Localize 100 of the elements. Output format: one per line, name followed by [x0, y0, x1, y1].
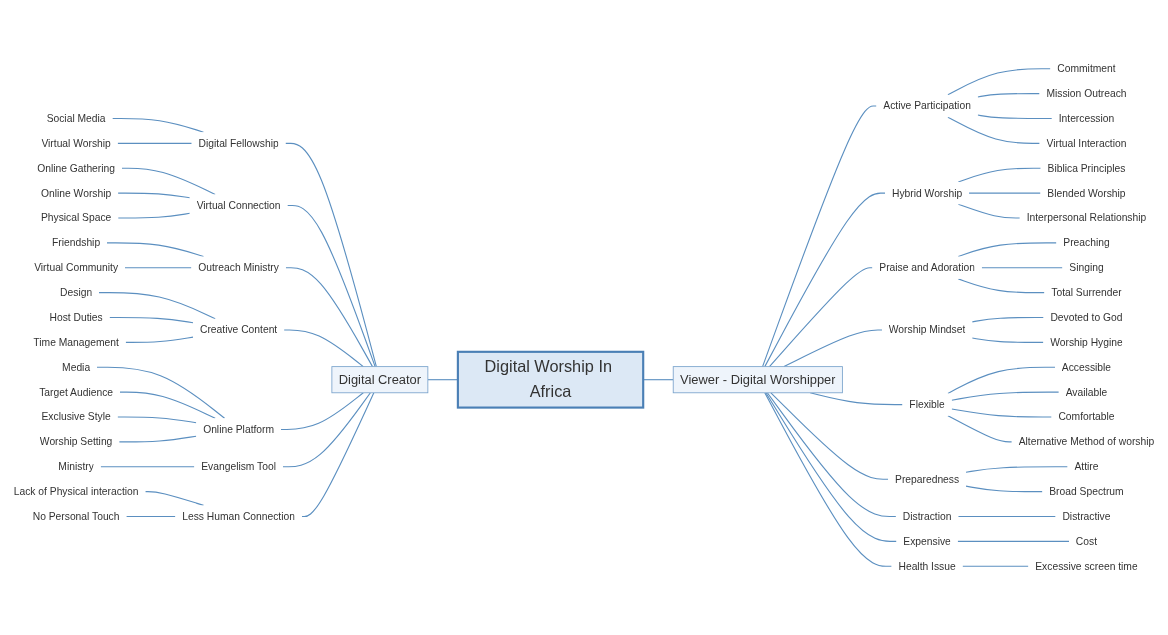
node-text: Worship Hygine	[1050, 336, 1123, 349]
connector	[118, 435, 197, 443]
node-text: Physical Space	[40, 211, 112, 224]
node-text: Distractive	[1062, 510, 1111, 523]
node-text: Ministry	[58, 460, 94, 473]
node-text: Hybrid Worship	[891, 187, 963, 200]
connector	[957, 540, 1070, 542]
connector	[957, 242, 1057, 258]
connector	[977, 93, 1041, 98]
node-text: Commitment	[1057, 62, 1116, 75]
connector	[764, 392, 893, 567]
node-text: Preparedness	[895, 473, 960, 486]
connector	[965, 466, 1069, 473]
node-text: Creative Content	[199, 323, 278, 336]
node-text: Alternative Method of worship	[1018, 435, 1155, 448]
connector	[957, 516, 1057, 518]
connector	[965, 485, 1043, 493]
node-text: Host Duties	[49, 311, 103, 324]
node-text: No Personal Touch	[32, 510, 120, 523]
node-text: Social Media	[46, 112, 106, 125]
node-text: Online Worship	[41, 187, 112, 200]
node-text: Mission Outreach	[1046, 87, 1127, 100]
connector	[283, 329, 364, 368]
node-text: Distraction	[902, 510, 952, 523]
connector	[957, 278, 1045, 294]
node-text: Online Gathering	[37, 162, 116, 175]
node-text: Virtual Worship	[41, 137, 111, 150]
node-text: Exclusive Style	[41, 411, 111, 424]
node-text: Evangelism Tool	[201, 460, 276, 473]
node-text: Virtual Connection	[196, 199, 281, 212]
connector	[977, 114, 1053, 119]
node-text: Intercession	[1058, 112, 1115, 125]
connector	[117, 192, 191, 199]
connector	[951, 391, 1060, 401]
connector	[96, 366, 226, 419]
connector	[280, 392, 364, 430]
connector	[125, 336, 194, 343]
connector	[947, 68, 1051, 96]
connector	[957, 203, 1021, 219]
connector	[111, 117, 205, 133]
connector	[144, 491, 205, 506]
connector	[100, 466, 195, 468]
connector	[971, 316, 1045, 323]
node-text: Biblica Principles	[1047, 162, 1126, 175]
connector	[284, 142, 377, 368]
node-text: Accessible	[1061, 361, 1112, 374]
node-text: Preaching	[1063, 236, 1110, 249]
node-text: Virtual Community	[34, 261, 119, 274]
node-text: Media	[62, 361, 91, 374]
connector	[98, 292, 216, 320]
connector	[947, 116, 1041, 144]
node-text: Excessive screen time	[1035, 560, 1138, 573]
node-text: Active Participation	[883, 100, 971, 113]
connector	[962, 565, 1029, 567]
connector	[770, 392, 889, 480]
connector	[762, 105, 877, 368]
node-text: Devoted to God	[1050, 311, 1123, 324]
node-text: Blended Worship	[1047, 187, 1126, 200]
connector	[768, 267, 873, 368]
connector	[981, 267, 1063, 269]
node-box: Viewer - Digital Worshipper	[672, 366, 843, 394]
connector	[764, 192, 886, 368]
node-text: Available	[1065, 386, 1108, 399]
connector	[117, 416, 197, 424]
node-text: Attire	[1074, 460, 1099, 473]
connector	[971, 337, 1044, 343]
node-text: Broad Spectrum	[1049, 485, 1124, 498]
connector	[119, 391, 216, 419]
node-text: Praise and Adoration	[879, 261, 975, 274]
node-text: Expensive	[903, 535, 951, 548]
connector	[286, 205, 376, 368]
node-text: Flexible	[909, 398, 945, 411]
node-text: Less Human Connection	[182, 510, 295, 523]
node-text: Online Platform	[203, 423, 275, 436]
connector	[968, 192, 1042, 194]
node-text: Virtual Interaction	[1046, 137, 1127, 150]
node-text: Lack of Physical interaction	[13, 485, 139, 498]
node-box: Digital Worship In Africa	[456, 350, 645, 409]
node-text: Outreach Ministry	[198, 261, 279, 274]
node-text: Worship Setting	[39, 435, 113, 448]
node-text: Time Management	[33, 336, 119, 349]
connector	[947, 366, 1056, 394]
node-text: Design	[60, 286, 93, 299]
connector	[951, 408, 1053, 418]
node-text: Digital Fellowship	[198, 137, 279, 150]
node-text: Friendship	[52, 236, 101, 249]
connector	[765, 392, 898, 542]
node-text: Total Surrender	[1051, 286, 1122, 299]
connector	[957, 167, 1042, 183]
node-text: Cost	[1075, 535, 1098, 548]
connector	[285, 267, 374, 368]
connector	[109, 316, 194, 324]
node-text: Interpersonal Relationship	[1026, 211, 1147, 224]
connector	[301, 392, 375, 518]
connector	[783, 329, 883, 368]
node-text: Worship Mindset	[888, 323, 966, 336]
connector	[947, 415, 1013, 443]
node-text: Comfortable	[1058, 411, 1115, 424]
connector	[124, 267, 192, 269]
connector	[282, 392, 371, 468]
